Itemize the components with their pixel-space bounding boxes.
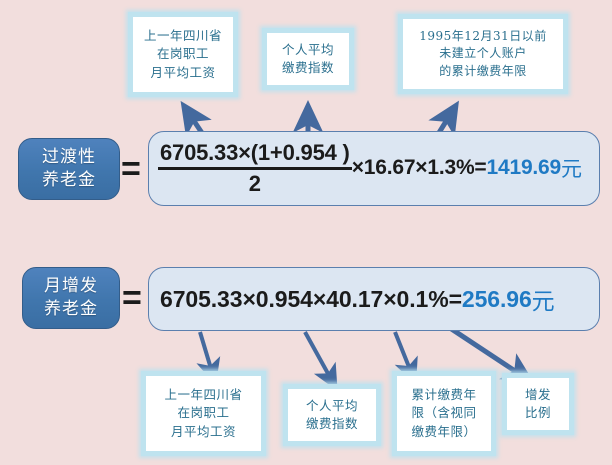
callout-total-years-text: 累计缴费年 限（含视同 缴费年限） <box>411 387 477 439</box>
formula-transitional-tail: ×16.67×1.3%= <box>351 155 487 179</box>
callout-personal-index-2: 个人平均 缴费指数 <box>283 384 381 446</box>
equals-sign-transitional: = <box>121 152 141 186</box>
formula-panel-transitional <box>148 131 600 206</box>
arrow-total-years-bottom <box>393 331 418 385</box>
callout-total-years: 累计缴费年 限（含视同 缴费年限） <box>392 371 496 456</box>
equals-sign-monthly: = <box>122 281 142 315</box>
callout-avg-wage-2-text: 上一年四川省 在岗职工 月平均工资 <box>164 387 243 439</box>
chip-monthly-increase-pension[interactable]: 月增发 养老金 <box>22 267 120 329</box>
chip-transitional-pension-label: 过渡性 养老金 <box>42 147 96 190</box>
callout-avg-wage-text: 上一年四川省 在岗职工 月平均工资 <box>143 28 222 80</box>
formula-monthly-result: 256.96 <box>461 285 532 312</box>
callout-personal-index-2-text: 个人平均 缴费指数 <box>305 397 358 431</box>
chip-transitional-pension[interactable]: 过渡性 养老金 <box>18 138 120 200</box>
callout-increase-ratio-text: 增发 比例 <box>524 386 551 420</box>
formula-transitional-result: 1419.69 <box>486 155 562 179</box>
arrow-personal-index-bottom <box>303 331 338 391</box>
formula-transitional: 6705.33×(1+0.954 ) 2 ×16.67×1.3%= 1419.6… <box>158 133 582 204</box>
fraction-transitional: 6705.33×(1+0.954 ) 2 <box>158 140 352 197</box>
fraction-denominator: 2 <box>248 171 261 196</box>
equals-sign-transitional-text: = <box>121 150 141 188</box>
callout-pre1995-years: 1995年12月31日以前 未建立个人账户 的累计缴费年限 <box>398 14 568 94</box>
callout-avg-wage-2: 上一年四川省 在岗职工 月平均工资 <box>141 371 266 456</box>
callout-avg-wage: 上一年四川省 在岗职工 月平均工资 <box>128 12 238 97</box>
formula-panel-monthly <box>148 267 600 331</box>
arrow-increase-ratio-bottom <box>448 325 536 385</box>
callout-increase-ratio: 增发 比例 <box>502 373 574 435</box>
fraction-bar <box>158 167 352 170</box>
formula-transitional-unit: 元 <box>561 156 582 181</box>
formula-monthly: 6705.33×0.954×40.17×0.1%= 256.96 元 <box>160 267 555 331</box>
formula-monthly-unit: 元 <box>531 289 555 315</box>
callout-personal-index-text: 个人平均 缴费指数 <box>281 41 334 75</box>
fraction-numerator: 6705.33×(1+0.954 ) <box>160 140 350 165</box>
formula-monthly-expression: 6705.33×0.954×40.17×0.1%= <box>160 285 462 312</box>
chip-monthly-increase-pension-label: 月增发 养老金 <box>44 276 98 319</box>
callout-personal-index: 个人平均 缴费指数 <box>262 28 354 90</box>
callout-pre1995-years-text: 1995年12月31日以前 未建立个人账户 的累计缴费年限 <box>419 28 547 78</box>
arrow-avg-wage-bottom <box>196 331 221 386</box>
equals-sign-monthly-text: = <box>122 279 142 317</box>
